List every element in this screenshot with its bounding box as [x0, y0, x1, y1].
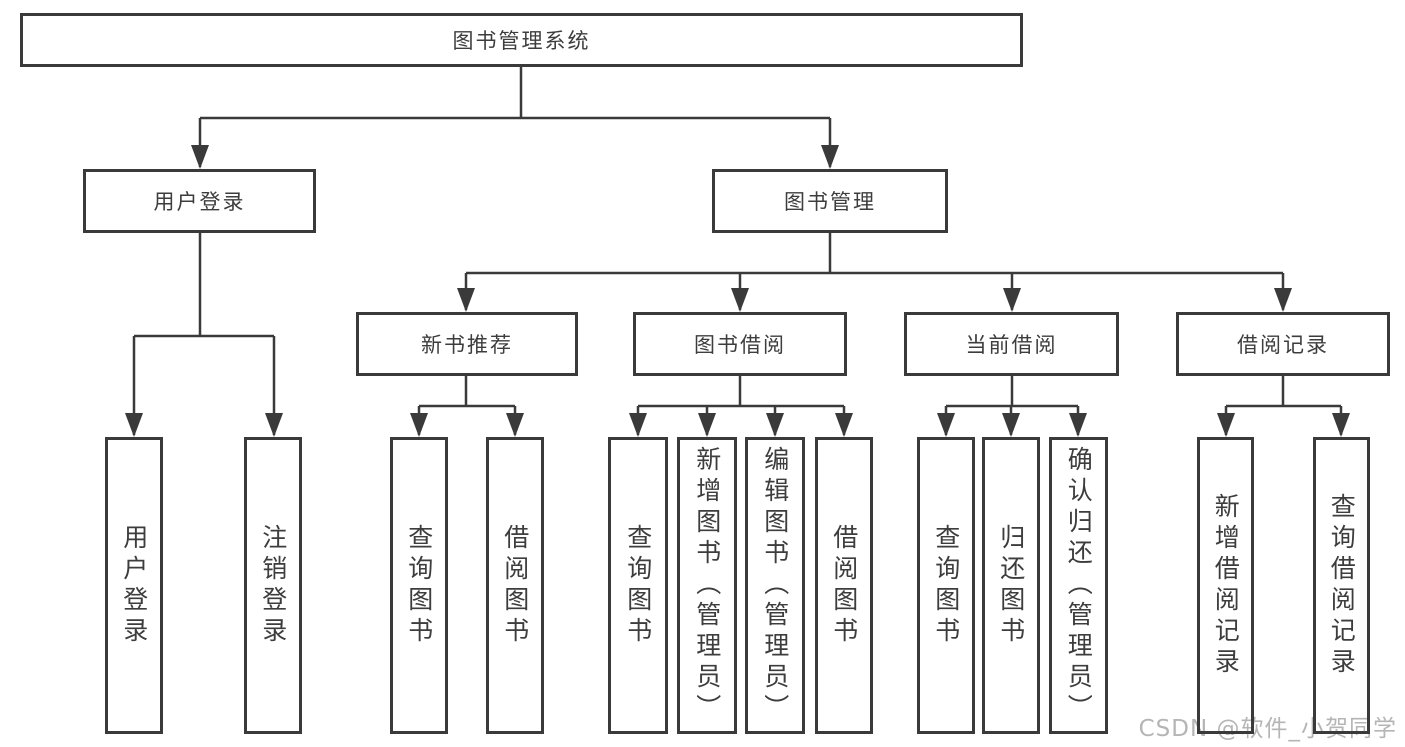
node-label: 用户登录	[119, 523, 149, 648]
leaf-logout: 注销登录	[244, 437, 302, 734]
node-user-login: 用户登录	[83, 169, 316, 233]
node-book-management: 图书管理	[712, 169, 948, 233]
leaf-borrowing-edit-books-admin: 编辑图书（管理员）	[745, 437, 805, 734]
node-label: 查询图书	[623, 523, 653, 648]
node-label: 用户登录	[153, 190, 246, 214]
node-label: 新增借阅记录	[1211, 492, 1241, 679]
leaf-borrowing-add-books-admin: 新增图书（管理员）	[677, 437, 737, 734]
node-label: 新书推荐	[421, 333, 513, 357]
node-label: 查询图书	[931, 523, 961, 648]
leaf-borrowing-borrow-books: 借阅图书	[815, 437, 873, 734]
leaf-records-add-record: 新增借阅记录	[1197, 437, 1254, 734]
leaf-user-login: 用户登录	[105, 437, 163, 734]
node-label: 图书管理	[784, 190, 876, 214]
node-label: 图书借阅	[694, 333, 786, 357]
node-label: 借阅记录	[1237, 333, 1329, 357]
node-label: 图书管理系统	[452, 29, 591, 53]
node-label: 归还图书	[996, 523, 1026, 648]
node-label: 借阅图书	[829, 523, 859, 648]
node-label: 借阅图书	[500, 523, 530, 648]
leaf-recommend-borrow-books: 借阅图书	[486, 437, 544, 734]
node-library-system: 图书管理系统	[20, 13, 1023, 67]
leaf-records-query-record: 查询借阅记录	[1313, 437, 1370, 734]
node-borrowing-records: 借阅记录	[1176, 312, 1390, 376]
arrowhead-icons	[125, 145, 1350, 437]
node-new-book-recommend: 新书推荐	[356, 312, 578, 376]
leaf-current-return-books: 归还图书	[982, 437, 1040, 734]
node-label: 当前借阅	[965, 333, 1058, 357]
leaf-current-query-books: 查询图书	[917, 437, 975, 734]
leaf-current-confirm-return-admin: 确认归还（管理员）	[1049, 437, 1108, 734]
leaf-recommend-query-books: 查询图书	[390, 437, 448, 734]
node-book-borrowing: 图书借阅	[633, 312, 847, 376]
node-current-borrowing: 当前借阅	[904, 312, 1119, 376]
node-label: 注销登录	[258, 523, 288, 648]
leaf-borrowing-query-books: 查询图书	[608, 437, 668, 734]
node-label: 编辑图书（管理员）	[760, 446, 790, 725]
node-label: 查询图书	[404, 523, 434, 648]
watermark-text: CSDN @软件_小贺同学	[1138, 716, 1397, 742]
node-label: 新增图书（管理员）	[692, 446, 722, 725]
node-label: 确认归还（管理员）	[1064, 446, 1094, 725]
node-label: 查询借阅记录	[1327, 492, 1357, 679]
